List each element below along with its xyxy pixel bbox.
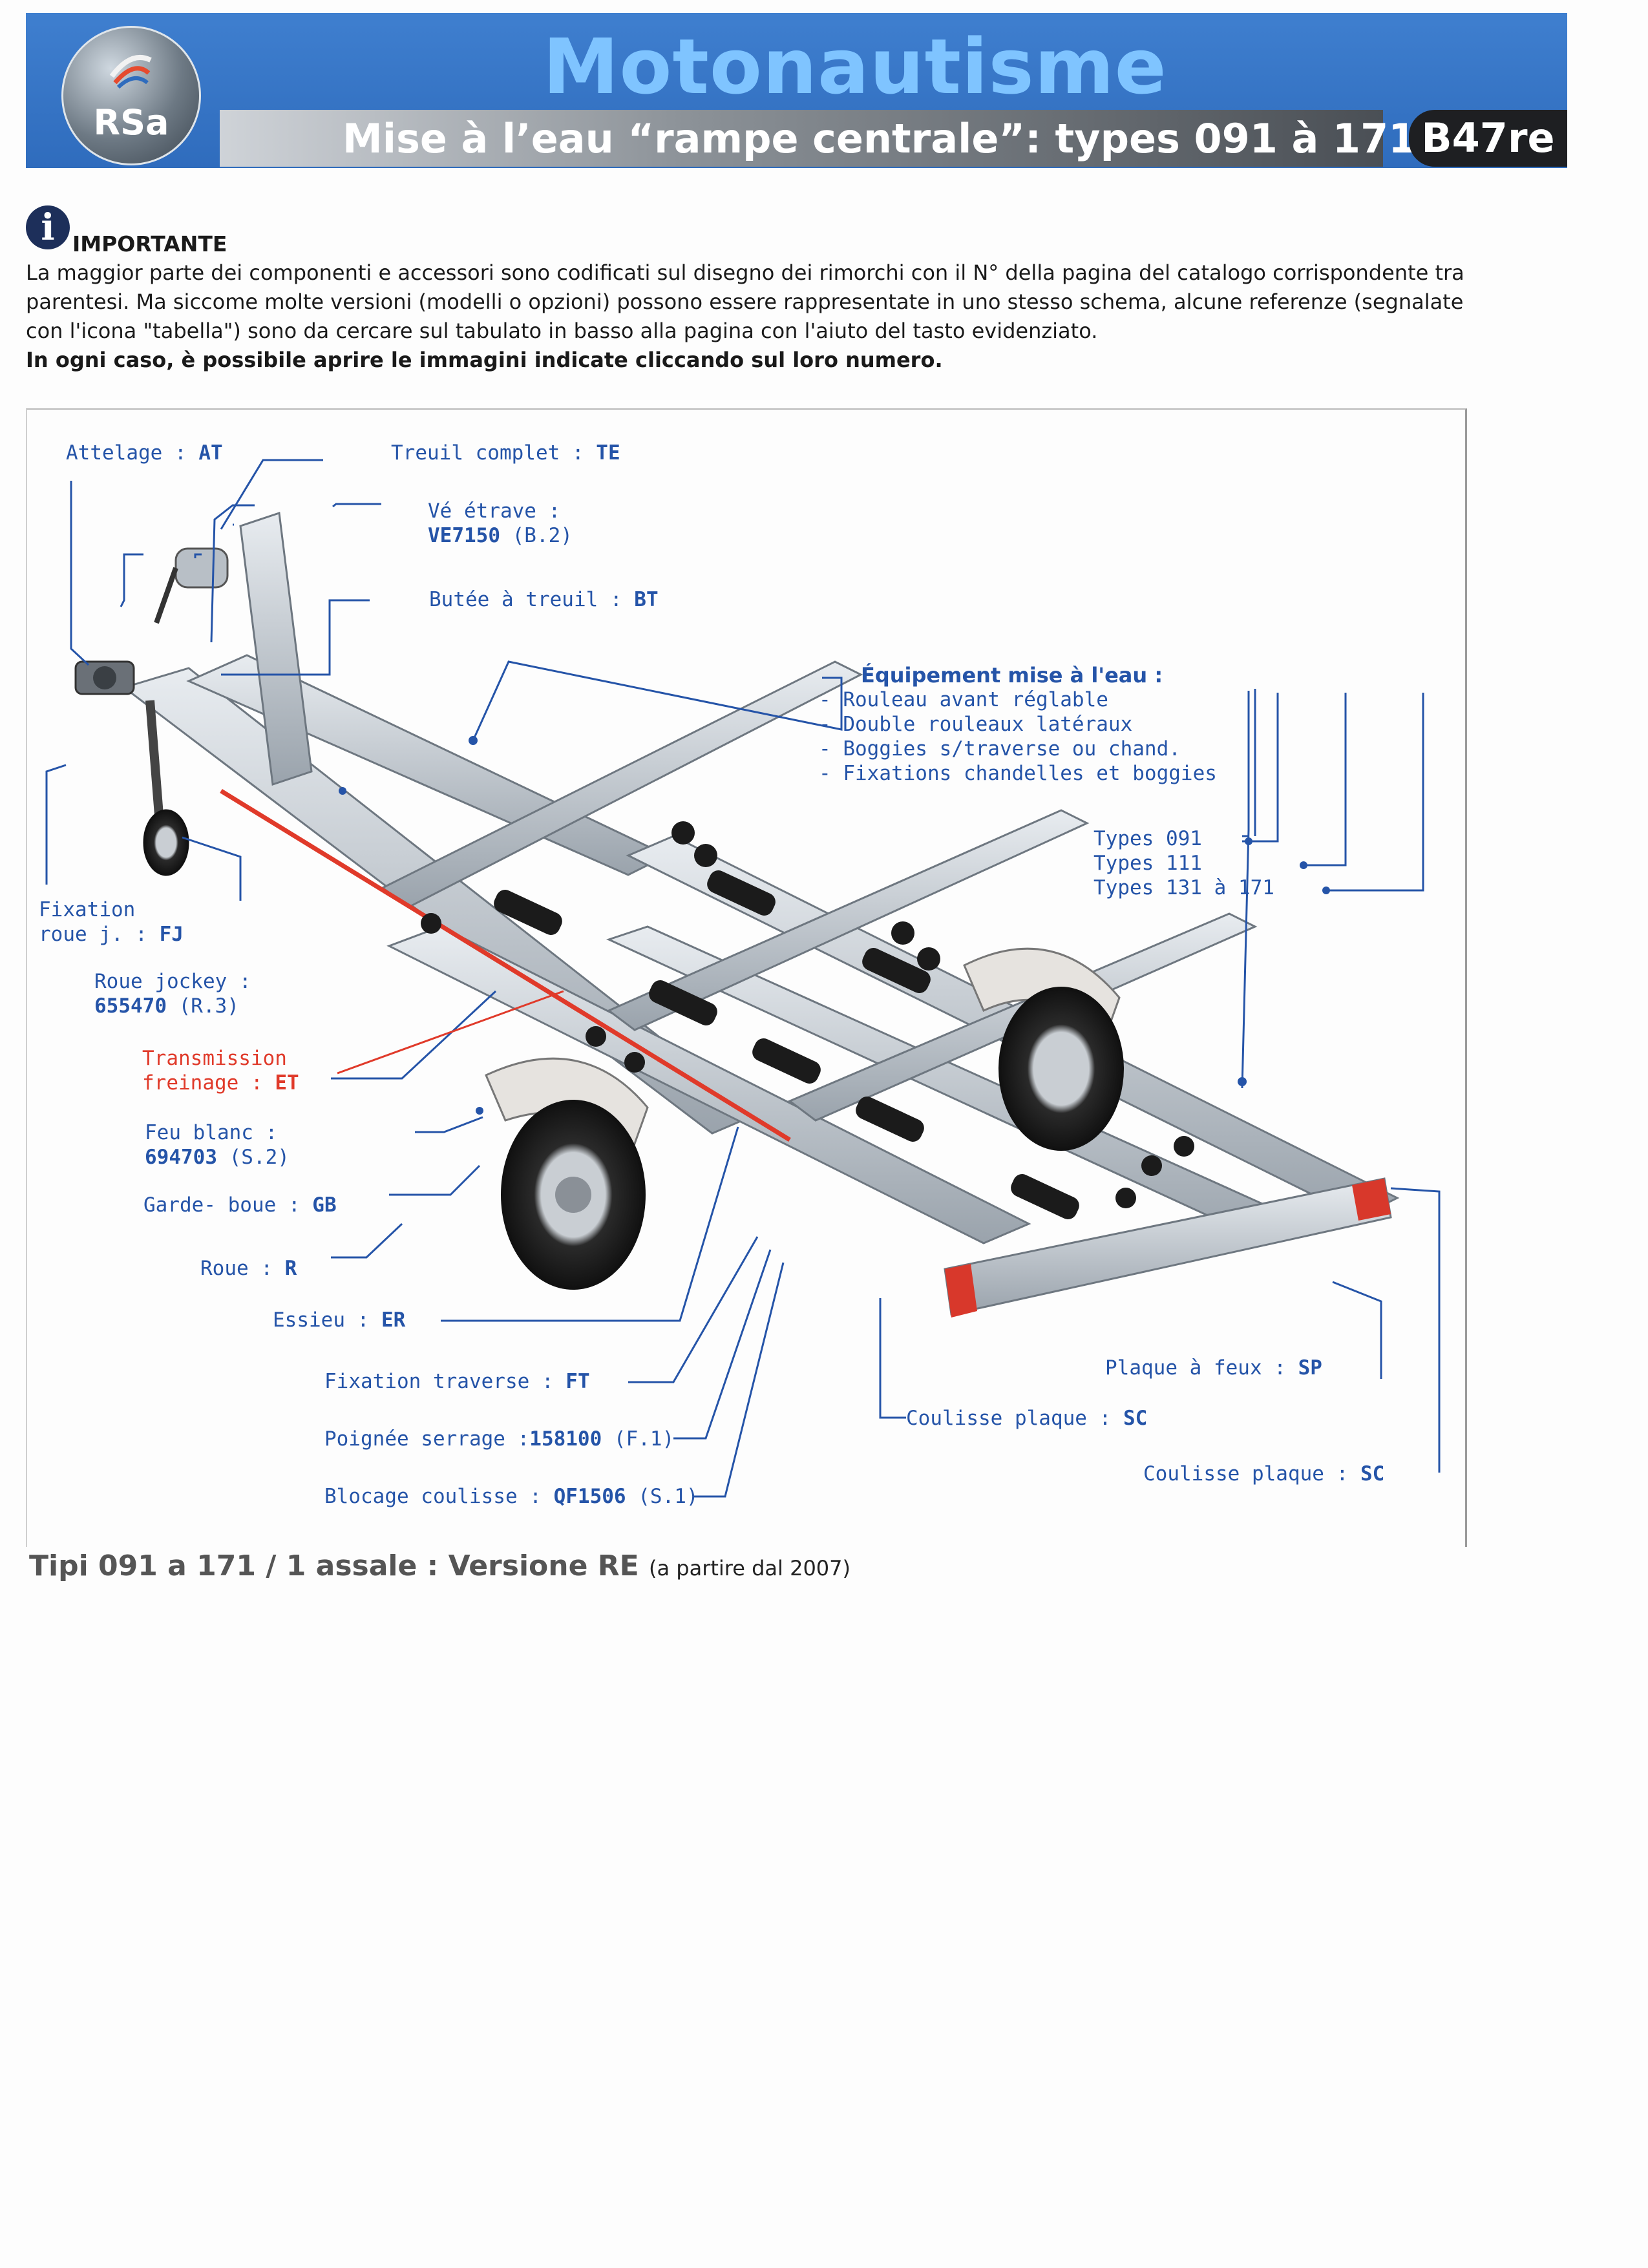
jockey-wheel [143,700,189,876]
main-wheel-rear [963,947,1124,1151]
type-091-link[interactable]: Types 091 [1093,827,1202,850]
info-line-3: con l'icona "tabella") sono da cercare s… [26,319,1098,343]
equipement-item: - Rouleau avant réglable [819,688,1108,711]
label-coulisse-plaque-2[interactable]: Coulisse plaque : SC [1143,1462,1385,1486]
label-roue-jockey[interactable]: Roue jockey : 655470 (R.3) [94,970,251,1018]
leader-lines [45,459,1441,1498]
info-icon: i [26,205,70,249]
equipement-list: - Rouleau avant réglable - Double roulea… [819,688,1217,786]
label-fixation-traverse[interactable]: Fixation traverse : FT [324,1370,590,1393]
page-title: Motonautisme [543,22,1167,111]
types-list: Types 091 Types 111 Types 131 à 171 [1093,826,1274,900]
subtitle-bar: Mise à l’eau “rampe centrale”: types 091… [220,110,1416,167]
label-feu-blanc[interactable]: Feu blanc : 694703 (S.2) [145,1121,290,1169]
type-111-link[interactable]: Types 111 [1093,852,1202,875]
label-roue[interactable]: Roue : R [200,1257,297,1280]
info-line-2: parentesi. Ma siccome molte versioni (mo… [26,289,1464,314]
brake-leader [337,990,564,1075]
label-ve-etrave[interactable]: Vé étrave : VE7150 (B.2) [428,499,573,547]
trailer-diagram: Attelage : AT Treuil complet : TE Vé étr… [26,408,1467,1547]
label-transmission[interactable]: Transmission freinage : ET [142,1047,299,1095]
equipement-item: - Fixations chandelles et boggies [819,762,1217,785]
trailer-drawing [45,459,1441,1498]
info-heading: IMPORTANTE [72,231,227,257]
equipement-item: - Boggies s/traverse ou chand. [819,737,1181,761]
rsa-logo: RSa [61,26,201,165]
logo-swoosh-icon [109,55,152,89]
page-code-badge: B47re [1409,110,1567,167]
winch [154,547,229,624]
label-treuil[interactable]: Treuil complet : TE [391,441,620,465]
equipement-title: Équipement mise à l'eau : [861,663,1163,688]
label-butee[interactable]: Butée à treuil : BT [429,588,659,611]
label-attelage[interactable]: Attelage : AT [66,441,223,465]
main-wheel-front [485,1057,649,1290]
label-poignee[interactable]: Poignée serrage :158100 (F.1) [324,1427,675,1451]
brake-cable [220,789,791,1142]
label-blocage[interactable]: Blocage coulisse : QF1506 (S.1) [324,1485,699,1508]
info-text: La maggior parte dei componenti e access… [26,258,1564,375]
header-banner: Motonautisme Mise à l’eau “rampe central… [26,13,1567,168]
label-coulisse-plaque-1[interactable]: Coulisse plaque : SC [906,1407,1148,1430]
label-plaque-feux[interactable]: Plaque à feux : SP [1105,1356,1322,1380]
coupling [74,660,135,695]
label-garde-boue[interactable]: Garde- boue : GB [143,1193,337,1217]
info-line-1: La maggior parte dei componenti e access… [26,260,1464,285]
diagram-caption: Tipi 091 a 171 / 1 assale : Versione RE … [29,1549,850,1582]
equipement-item: - Double rouleaux latéraux [819,713,1133,736]
logo-text: RSa [93,102,169,143]
page-subtitle: Mise à l’eau “rampe centrale”: types 091… [343,115,1417,162]
label-fixation-roue[interactable]: Fixation roue j. : FJ [39,898,184,946]
rollers [421,821,1194,1219]
caption-note: (a partire dal 2007) [649,1556,850,1580]
label-essieu[interactable]: Essieu : ER [273,1308,406,1332]
caption-main: Tipi 091 a 171 / 1 assale : Versione RE [29,1549,649,1582]
type-131-171-link[interactable]: Types 131 à 171 [1093,876,1274,899]
info-bold-line: In ogni caso, è possibile aprire le imma… [26,348,943,372]
leader-dots [339,736,1330,1115]
rear-lights [945,1179,1391,1318]
